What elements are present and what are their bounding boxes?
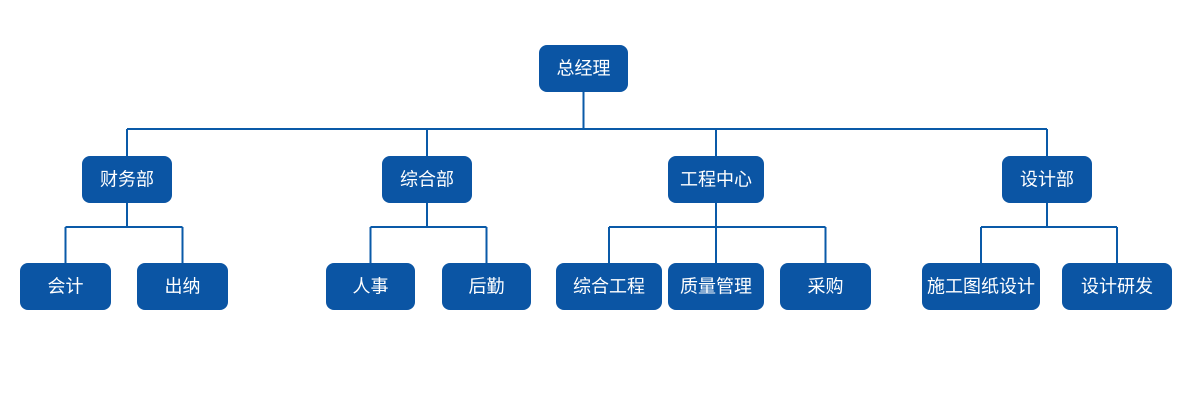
org-node-construction-drawing[interactable]: 施工图纸设计 bbox=[922, 263, 1040, 310]
org-node-procurement[interactable]: 采购 bbox=[780, 263, 871, 310]
org-node-comprehensive-eng[interactable]: 综合工程 bbox=[556, 263, 662, 310]
org-node-box-design-rd[interactable] bbox=[1062, 263, 1172, 310]
org-node-box-design[interactable] bbox=[1002, 156, 1092, 203]
org-node-cashier[interactable]: 出纳 bbox=[137, 263, 228, 310]
org-node-box-accounting[interactable] bbox=[20, 263, 111, 310]
org-node-label-comprehensive-eng: 综合工程 bbox=[573, 277, 645, 298]
org-node-design-rd[interactable]: 设计研发 bbox=[1062, 263, 1172, 310]
org-node-logistics[interactable]: 后勤 bbox=[442, 263, 531, 310]
org-node-box-finance[interactable] bbox=[82, 156, 172, 203]
org-node-box-hr[interactable] bbox=[326, 263, 415, 310]
org-node-box-root[interactable] bbox=[539, 45, 628, 92]
org-node-finance[interactable]: 财务部 bbox=[82, 156, 172, 203]
org-node-label-hr: 人事 bbox=[353, 277, 389, 298]
org-node-design[interactable]: 设计部 bbox=[1002, 156, 1092, 203]
org-node-label-accounting: 会计 bbox=[48, 277, 84, 298]
org-node-label-cashier: 出纳 bbox=[165, 277, 201, 298]
org-node-box-general[interactable] bbox=[382, 156, 472, 203]
connector-lines-group bbox=[64, 92, 1118, 263]
org-node-box-cashier[interactable] bbox=[137, 263, 228, 310]
org-node-label-design: 设计部 bbox=[1020, 170, 1074, 191]
org-node-hr[interactable]: 人事 bbox=[326, 263, 415, 310]
org-node-box-procurement[interactable] bbox=[780, 263, 871, 310]
org-node-label-quality-mgmt: 质量管理 bbox=[680, 277, 752, 298]
org-node-general[interactable]: 综合部 bbox=[382, 156, 472, 203]
org-node-box-logistics[interactable] bbox=[442, 263, 531, 310]
org-node-label-logistics: 后勤 bbox=[469, 277, 505, 298]
org-node-quality-mgmt[interactable]: 质量管理 bbox=[668, 263, 764, 310]
org-node-box-construction-drawing[interactable] bbox=[922, 263, 1040, 310]
org-node-label-procurement: 采购 bbox=[808, 277, 844, 298]
org-node-box-comprehensive-eng[interactable] bbox=[556, 263, 662, 310]
org-node-label-construction-drawing: 施工图纸设计 bbox=[927, 277, 1035, 298]
org-node-label-root: 总经理 bbox=[557, 59, 611, 80]
org-node-box-engineering[interactable] bbox=[668, 156, 764, 203]
org-node-label-engineering: 工程中心 bbox=[680, 170, 752, 191]
org-node-box-quality-mgmt[interactable] bbox=[668, 263, 764, 310]
org-node-engineering[interactable]: 工程中心 bbox=[668, 156, 764, 203]
org-node-label-finance: 财务部 bbox=[100, 170, 154, 191]
org-node-label-design-rd: 设计研发 bbox=[1081, 277, 1153, 298]
org-node-root[interactable]: 总经理 bbox=[539, 45, 628, 92]
org-node-accounting[interactable]: 会计 bbox=[20, 263, 111, 310]
org-node-label-general: 综合部 bbox=[400, 170, 454, 191]
